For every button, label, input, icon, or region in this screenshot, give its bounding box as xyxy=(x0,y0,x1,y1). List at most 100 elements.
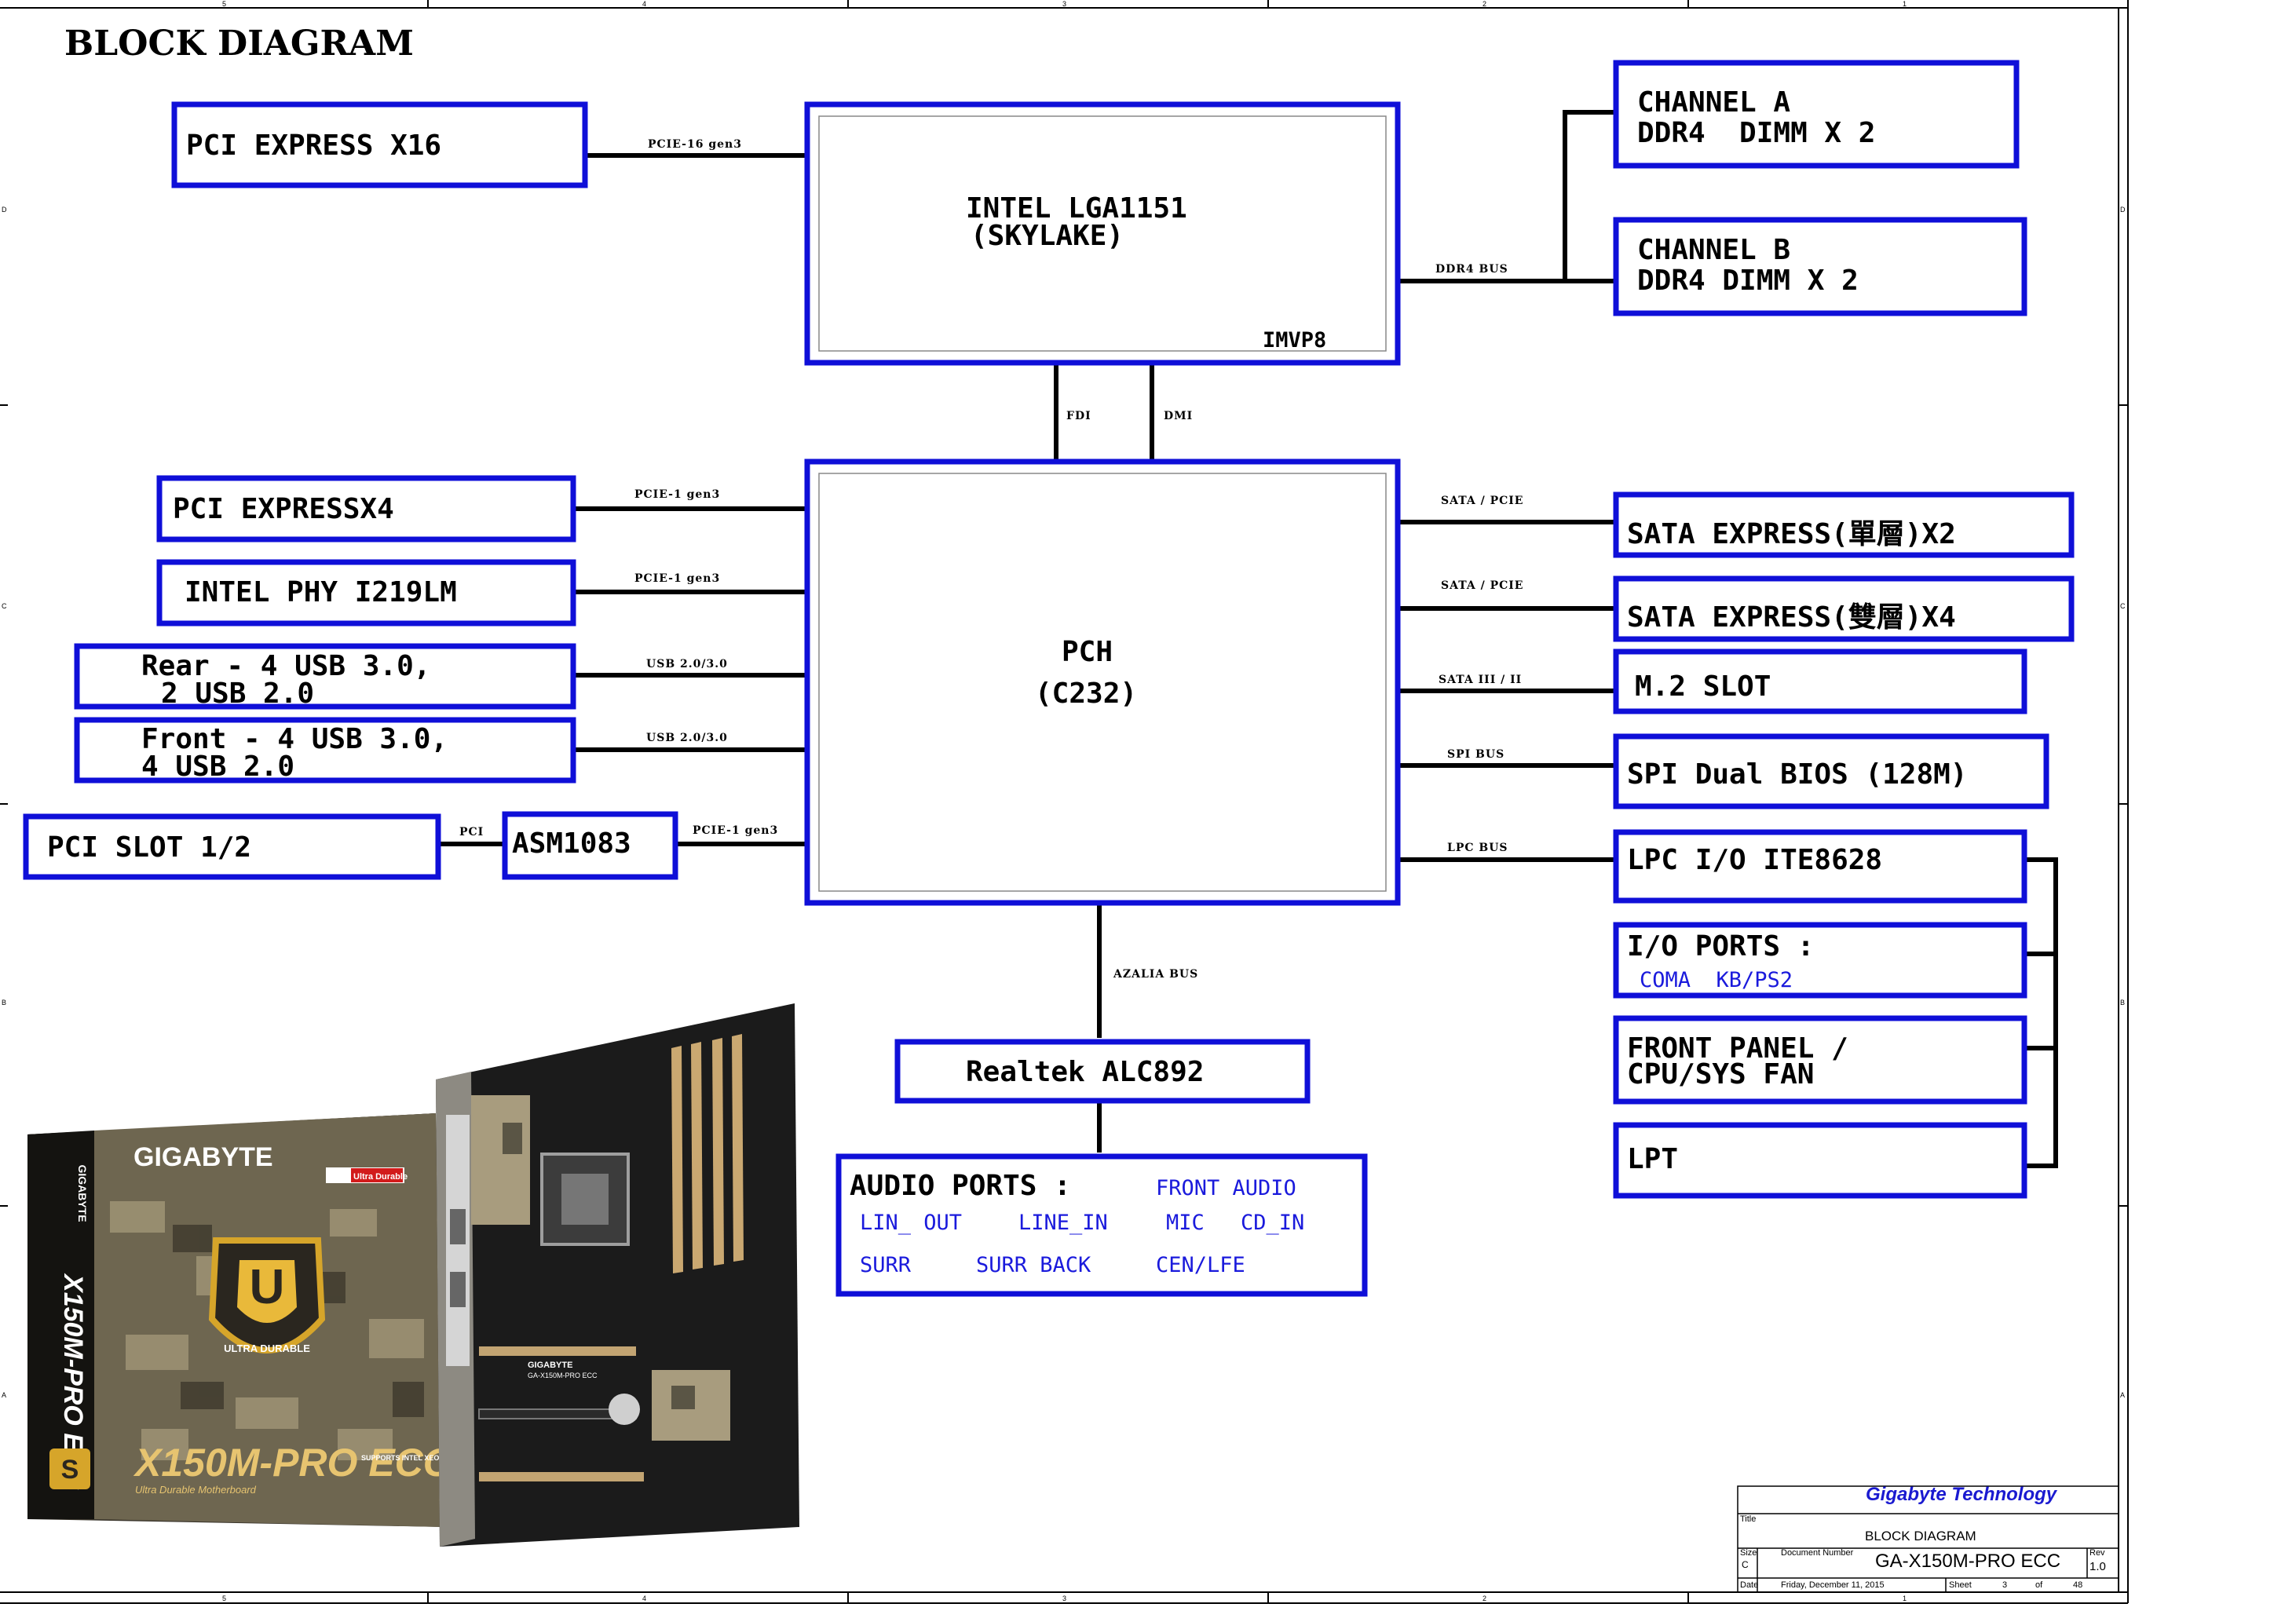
bus-label-sata1: SATA / PCIE xyxy=(1441,495,1523,507)
size-label: Size xyxy=(1740,1548,1757,1558)
bus-label-pcie4: PCIE-1 gen3 xyxy=(634,488,720,501)
phy-label: INTEL PHY I219LM xyxy=(185,576,457,608)
channel-a-box xyxy=(1613,60,2020,169)
m2-slot-box xyxy=(1613,648,2027,714)
rear-usb-line2: 2 USB 2.0 xyxy=(161,678,314,710)
border-top-1: 1 xyxy=(1903,0,1907,8)
border-left-b: B xyxy=(2,999,6,1006)
audio-ports-box xyxy=(835,1153,1368,1297)
pch-name: PCH xyxy=(1062,636,1113,668)
audio-ports-label: AUDIO PORTS : xyxy=(850,1170,1071,1202)
border-left-a: A xyxy=(2,1391,6,1399)
rear-usb-line1: Rear - 4 USB 3.0, xyxy=(141,650,430,682)
bus-label-pci: PCI xyxy=(459,826,484,838)
docnum-label: Document Number xyxy=(1781,1548,1854,1558)
border-top-2: 2 xyxy=(1483,0,1486,8)
rear-usb-box xyxy=(74,643,576,710)
border-top-5: 5 xyxy=(222,0,226,8)
front-usb-box xyxy=(74,717,576,784)
bus-label-front-usb: USB 2.0/3.0 xyxy=(646,732,728,744)
border-bottom-1: 1 xyxy=(1903,1595,1907,1602)
border-right-a: A xyxy=(2120,1391,2125,1399)
cpu-block: INTEL LGA1151 (SKYLAKE) IMVP8 xyxy=(804,101,1401,366)
pcie16-box xyxy=(171,101,588,188)
cpu-vr-note: IMVP8 xyxy=(1263,328,1326,353)
sata-express-x2-box xyxy=(1613,491,2075,558)
title-block xyxy=(1737,1485,2119,1593)
sheet-number: 3 xyxy=(2002,1580,2007,1590)
box-badge: Ultra Durable xyxy=(353,1172,408,1182)
page-title: BLOCK DIAGRAM xyxy=(64,24,414,64)
audio-line-in: LINE_IN xyxy=(1018,1211,1108,1235)
pcie4-label: PCI EXPRESSX4 xyxy=(173,493,394,525)
pch-model: (C232) xyxy=(1035,678,1137,710)
link-label-fdi: FDI xyxy=(1066,410,1091,422)
company-name: Gigabyte Technology xyxy=(1866,1484,2058,1505)
border-top-3: 3 xyxy=(1062,0,1066,8)
left-blocks xyxy=(23,101,678,880)
sata-express-x4-box xyxy=(1613,575,2075,642)
audio-surr: SURR xyxy=(860,1253,912,1277)
channel-a-line2: DDR4 DIMM X 2 xyxy=(1637,117,1875,149)
pch-block: PCH (C232) xyxy=(804,458,1401,906)
cpu-codename: (SKYLAKE) xyxy=(971,220,1124,252)
box-brand: GIGABYTE xyxy=(133,1142,273,1172)
io-ports-box xyxy=(1613,922,2027,999)
title-label: Title xyxy=(1740,1514,1756,1524)
audio-blocks xyxy=(835,1039,1368,1297)
box-s-badge-icon: S xyxy=(61,1455,79,1485)
pci-slot-label: PCI SLOT 1/2 xyxy=(47,831,251,864)
cpu-name: INTEL LGA1151 xyxy=(966,192,1187,225)
sheet-of-label: of xyxy=(2035,1580,2043,1590)
pci-slot-box xyxy=(23,813,441,880)
rev-label: Rev xyxy=(2089,1548,2105,1558)
product-image: GIGABYTE Ultra Durable U ULTRA DURABLE X… xyxy=(27,1003,799,1547)
spi-bios-label: SPI Dual BIOS (128M) xyxy=(1627,758,1967,791)
date-label: Date xyxy=(1740,1580,1758,1590)
channel-a-line1: CHANNEL A xyxy=(1637,86,1790,119)
lpc-io-box xyxy=(1613,829,2027,904)
lpt-label: LPT xyxy=(1627,1143,1678,1175)
sheet-title: BLOCK DIAGRAM xyxy=(1865,1529,1976,1543)
channel-b-box xyxy=(1613,217,2027,316)
audio-surr-back: SURR BACK xyxy=(976,1253,1091,1277)
right-blocks xyxy=(1613,60,2075,1199)
shield-label: ULTRA DURABLE xyxy=(224,1343,310,1354)
link-label-dmi: DMI xyxy=(1164,410,1193,422)
m2-slot-label: M.2 SLOT xyxy=(1635,670,1771,703)
front-panel-line1: FRONT PANEL / xyxy=(1627,1032,1848,1065)
phy-box xyxy=(156,559,576,627)
date-value: Friday, December 11, 2015 xyxy=(1781,1580,1885,1590)
lpc-io-label: LPC I/O ITE8628 xyxy=(1627,844,1882,876)
audio-lin-out: LIN_ OUT xyxy=(860,1211,962,1235)
box-xeon-note: SUPPORTS INTEL XEON PROCESSORS xyxy=(361,1454,496,1462)
front-usb-line1: Front - 4 USB 3.0, xyxy=(141,723,448,755)
border-right-c: C xyxy=(2120,602,2126,610)
front-panel-line2: CPU/SYS FAN xyxy=(1627,1058,1814,1090)
io-ports-sub: COMA KB/PS2 xyxy=(1640,968,1793,992)
spi-bios-box xyxy=(1613,733,2049,809)
lpt-box xyxy=(1613,1122,2027,1199)
border-right-b: B xyxy=(2120,999,2125,1006)
audio-mic: MIC xyxy=(1166,1211,1205,1235)
bus-label-m2: SATA III / II xyxy=(1439,674,1522,686)
bus-label-lpc: LPC BUS xyxy=(1447,842,1508,854)
bus-wires xyxy=(438,110,2058,1168)
size-value: C xyxy=(1742,1559,1749,1570)
bus-label-sata2: SATA / PCIE xyxy=(1441,579,1523,592)
docnum-value: GA-X150M-PRO ECC xyxy=(1875,1551,2060,1572)
board-model: GA-X150M-PRO ECC xyxy=(528,1372,598,1379)
channel-b-line2: DDR4 DIMM X 2 xyxy=(1637,265,1859,297)
shield-logo-icon: U xyxy=(250,1260,285,1314)
border-top-4: 4 xyxy=(642,0,646,8)
board-brand: GIGABYTE xyxy=(528,1361,572,1370)
io-ports-label: I/O PORTS : xyxy=(1627,930,1814,963)
box-side-brand: GIGABYTE xyxy=(76,1164,89,1222)
border-bottom-4: 4 xyxy=(642,1595,646,1602)
border-left-c: C xyxy=(2,602,7,610)
audio-front-audio: FRONT AUDIO xyxy=(1156,1176,1296,1200)
audio-cd-in: CD_IN xyxy=(1241,1211,1304,1235)
drawing-frame xyxy=(0,0,2129,1604)
box-model: X150M-PRO ECC xyxy=(133,1441,452,1485)
front-usb-line2: 4 USB 2.0 xyxy=(141,751,294,783)
